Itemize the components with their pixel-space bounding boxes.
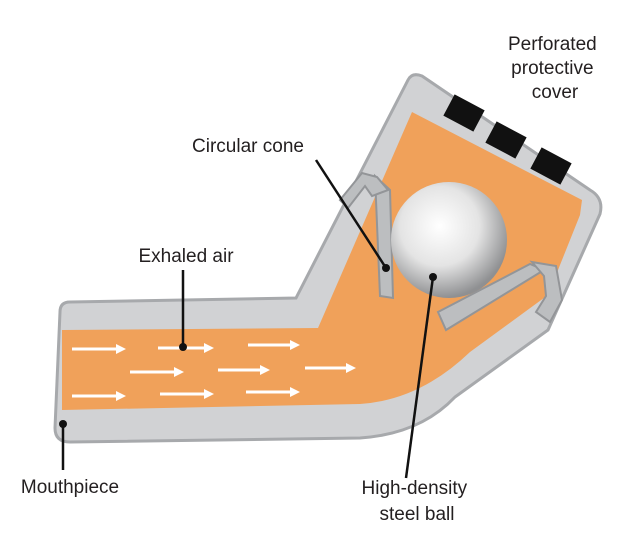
leader-circular-cone <box>314 159 388 269</box>
cone-upper-bracket <box>338 171 390 210</box>
label-circular-cone: Circular cone <box>192 136 304 157</box>
cover-block <box>530 147 572 185</box>
circular-cone <box>338 171 564 332</box>
leader-steel-ball <box>404 276 435 479</box>
label-steel-ball: High-density steel ball <box>362 478 473 525</box>
air-arrow <box>130 367 184 377</box>
cone-lower-bracket <box>529 260 564 324</box>
air-arrow <box>218 365 270 375</box>
leader-dot-steel-ball <box>429 273 437 281</box>
air-arrow <box>246 387 300 397</box>
air-arrow <box>72 344 126 354</box>
air-arrow <box>72 391 126 401</box>
leader-lines <box>59 159 437 479</box>
air-arrow <box>305 363 356 373</box>
label-exhaled-air: Exhaled air <box>138 246 234 267</box>
air-arrow <box>160 389 214 399</box>
leader-dot-mouthpiece <box>59 420 67 428</box>
cover-block <box>485 121 527 159</box>
cover-blocks <box>443 94 572 185</box>
leader-dot-exhaled-air <box>179 343 187 351</box>
steel-ball <box>391 182 507 298</box>
label-mouthpiece: Mouthpiece <box>21 477 119 498</box>
air-arrow <box>248 340 300 350</box>
leader-dot-circular-cone <box>382 264 390 272</box>
cover-block <box>443 94 485 132</box>
label-perforated-cover: Perforated protective cover <box>508 34 602 103</box>
